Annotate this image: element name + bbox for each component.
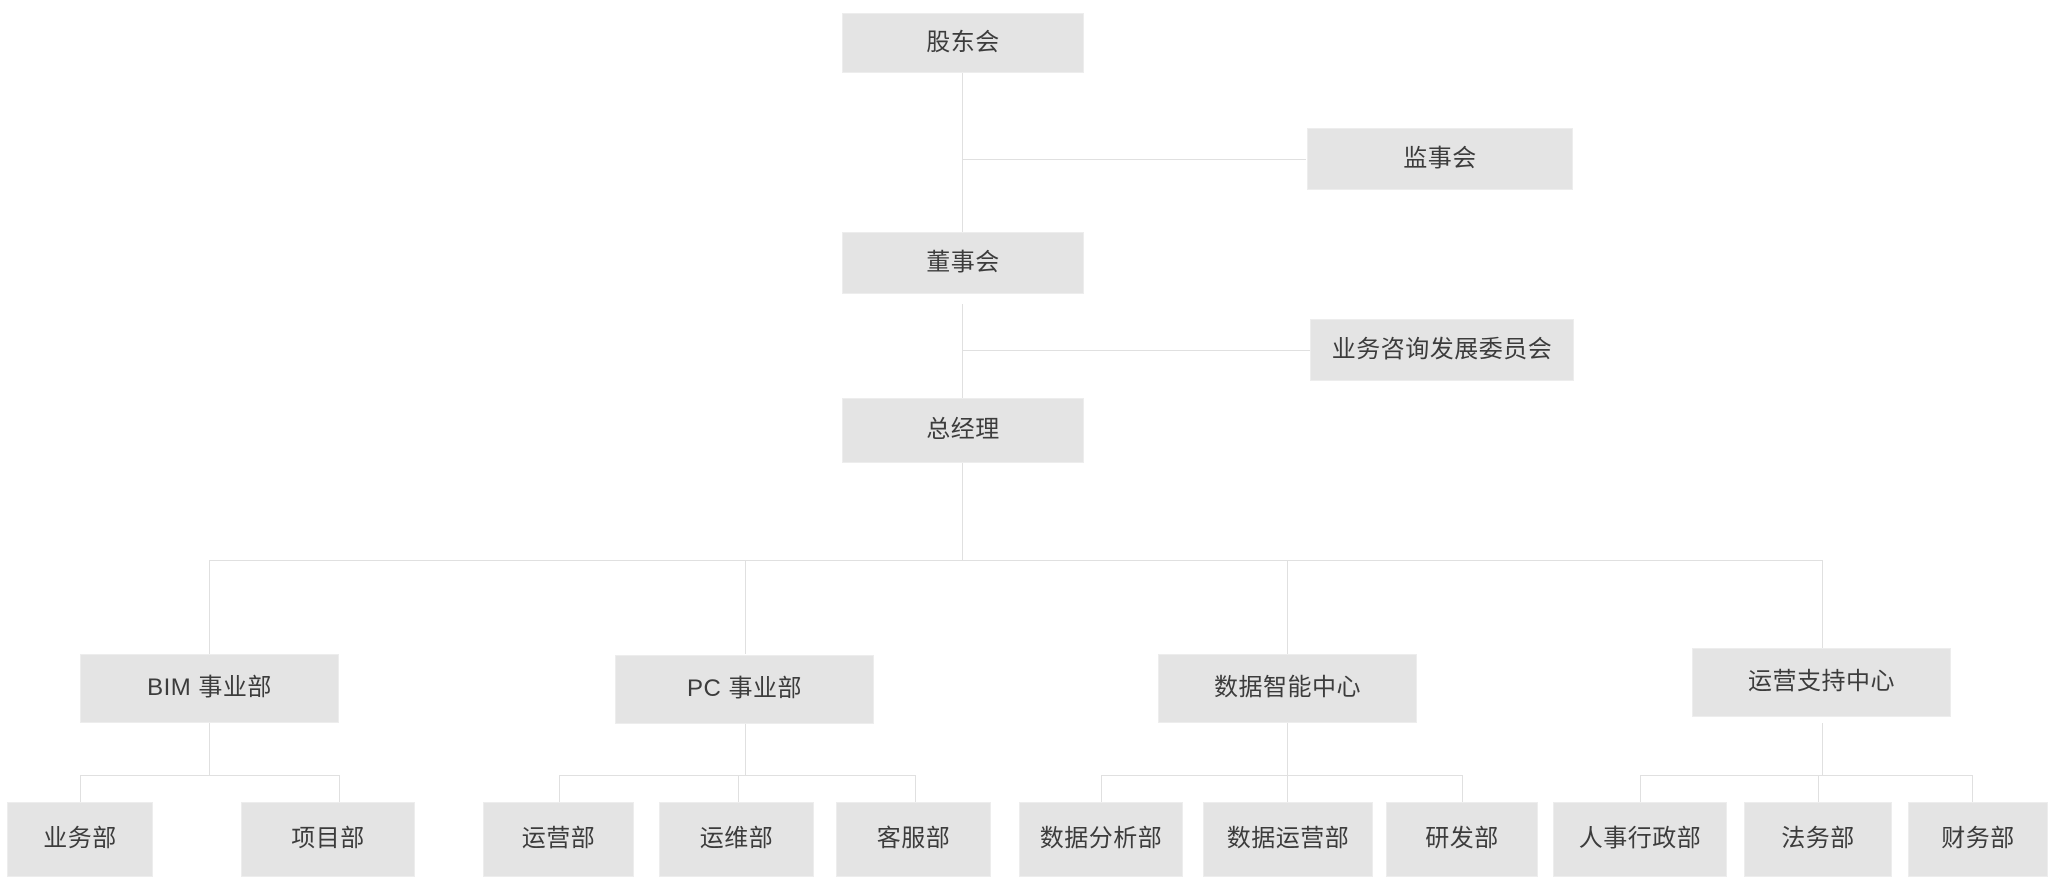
node-data-operations-dept[interactable]: 数据运营部 [1203, 802, 1373, 877]
node-operations-support-center[interactable]: 运营支持中心 [1692, 648, 1951, 717]
node-label: 数据智能中心 [1214, 674, 1361, 702]
connector-ops-center-to-hr-dept [1640, 775, 1641, 802]
node-label: 股东会 [926, 28, 1000, 56]
connector-pc-to-operations-dept [559, 775, 560, 802]
node-label: 数据分析部 [1039, 825, 1163, 853]
node-general-manager[interactable]: 总经理 [842, 398, 1084, 463]
connector-data-center-bus [1101, 775, 1462, 776]
connector-bim-bus [80, 775, 339, 776]
node-hr-admin-dept[interactable]: 人事行政部 [1553, 802, 1727, 877]
node-label: PC 事业部 [686, 675, 802, 703]
connector-bus-to-data-center [1287, 560, 1288, 654]
node-data-intelligence-center[interactable]: 数据智能中心 [1158, 654, 1417, 723]
connector-ops-center-to-legal-dept [1818, 775, 1819, 802]
node-label: 运营支持中心 [1748, 668, 1895, 696]
connector-bus-to-ops-center [1822, 560, 1823, 654]
connector-pc-stem [745, 723, 746, 775]
node-shareholders-meeting[interactable]: 股东会 [842, 13, 1084, 73]
node-business-dept[interactable]: 业务部 [7, 802, 153, 877]
connector-pc-bus [559, 775, 915, 776]
node-label: 数据运营部 [1226, 825, 1350, 853]
node-data-analysis-dept[interactable]: 数据分析部 [1019, 802, 1183, 877]
connector-ops-center-bus [1640, 775, 1972, 776]
node-label: 运维部 [699, 825, 774, 853]
node-pc-division[interactable]: PC 事业部 [615, 655, 874, 724]
node-business-advisory-committee[interactable]: 业务咨询发展委员会 [1310, 319, 1574, 381]
node-label: 人事行政部 [1578, 825, 1702, 853]
connector-pc-to-customer-service-dept [915, 775, 916, 802]
node-label: 研发部 [1425, 825, 1499, 853]
connector-ops-center-stem [1822, 723, 1823, 775]
connector-division-bus [209, 560, 1822, 561]
connector-bim-to-business-dept [80, 775, 81, 802]
node-finance-dept[interactable]: 财务部 [1908, 802, 2048, 877]
node-label: 运营部 [521, 825, 596, 853]
connector-shareholders-to-supervisors [962, 159, 1306, 160]
node-bim-division[interactable]: BIM 事业部 [80, 654, 339, 723]
connector-bim-stem [209, 723, 210, 775]
connector-shareholders-to-board [962, 72, 963, 232]
node-label: BIM 事业部 [147, 674, 272, 702]
node-customer-service-dept[interactable]: 客服部 [836, 802, 991, 877]
connector-data-center-stem [1287, 723, 1288, 775]
node-maintenance-dept[interactable]: 运维部 [659, 802, 814, 877]
node-board-of-directors[interactable]: 董事会 [842, 232, 1084, 294]
node-label: 监事会 [1403, 144, 1477, 172]
connector-data-center-to-rnd-dept [1462, 775, 1463, 802]
connector-gm-to-bus [962, 463, 963, 561]
node-rnd-dept[interactable]: 研发部 [1386, 802, 1538, 877]
node-label: 财务部 [1941, 825, 2015, 853]
node-legal-dept[interactable]: 法务部 [1744, 802, 1892, 877]
node-label: 客服部 [876, 825, 951, 853]
node-label: 项目部 [291, 825, 365, 853]
connector-data-center-to-operations-dept [1287, 775, 1288, 802]
node-label: 总经理 [926, 416, 1000, 444]
connector-directors-to-committee [962, 350, 1310, 351]
connector-bus-to-pc [745, 560, 746, 654]
node-label: 业务部 [43, 825, 117, 853]
node-operations-dept[interactable]: 运营部 [483, 802, 634, 877]
connector-pc-to-maintenance-dept [738, 775, 739, 802]
connector-bim-to-project-dept [339, 775, 340, 802]
connector-data-center-to-analysis-dept [1101, 775, 1102, 802]
node-board-of-supervisors[interactable]: 监事会 [1307, 128, 1573, 190]
connector-bus-to-bim [209, 560, 210, 654]
node-label: 业务咨询发展委员会 [1331, 335, 1553, 363]
connector-directors-to-gm [962, 304, 963, 486]
node-label: 法务部 [1781, 825, 1855, 853]
connector-ops-center-to-finance-dept [1972, 775, 1973, 802]
node-label: 董事会 [926, 248, 1000, 276]
node-project-dept[interactable]: 项目部 [241, 802, 415, 877]
